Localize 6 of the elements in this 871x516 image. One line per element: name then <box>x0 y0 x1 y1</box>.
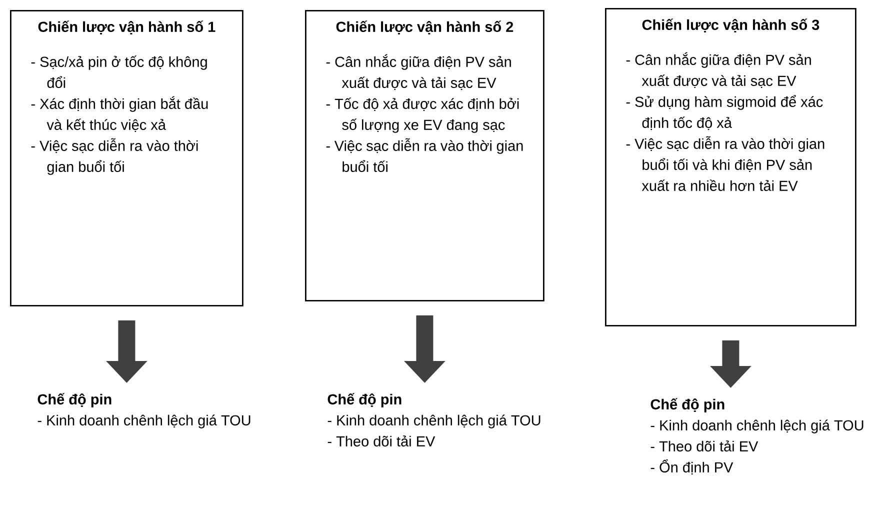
result-text: Chế độ pin - Kinh doanh chênh lệch giá TOU - Theo dõi tải EV <box>328 393 540 446</box>
result-text: Chế độ pin - Kinh doanh chênh lệch giá TOU <box>38 393 250 428</box>
strategy-box: Chiến lược vận hành số 3 - Cân nhắc giữa điện PV sản xuất được và tải sạc EV - Sử dụng hàm sigmoid để xác định tốc độ xả - Việc sạc diễn ra vào thời gian buổi tối và khi điện PV sản xuất ra nhiều hơn tải EV <box>605 8 856 326</box>
strategy-box: Chiến lược vận hành số 2 - Cân nhắc giữa điện PV sản xuất được và tải sạc EV - Tốc độ xả được xác định bởi số lượng xe EV đang sạc - Việc sạc diễn ra vào thời gian buổi tối <box>305 10 544 302</box>
result-text: Chế độ pin - Kinh doanh chênh lệch giá TOU - Theo dõi tải EV - Ổn định PV <box>650 398 864 475</box>
strategy-box: Chiến lược vận hành số 1 - Sạc/xả pin ở tốc độ không đổi - Xác định thời gian bắt đầu và kết thúc việc xả - Việc sạc diễn ra vào thời gian buổi tối <box>10 10 244 306</box>
